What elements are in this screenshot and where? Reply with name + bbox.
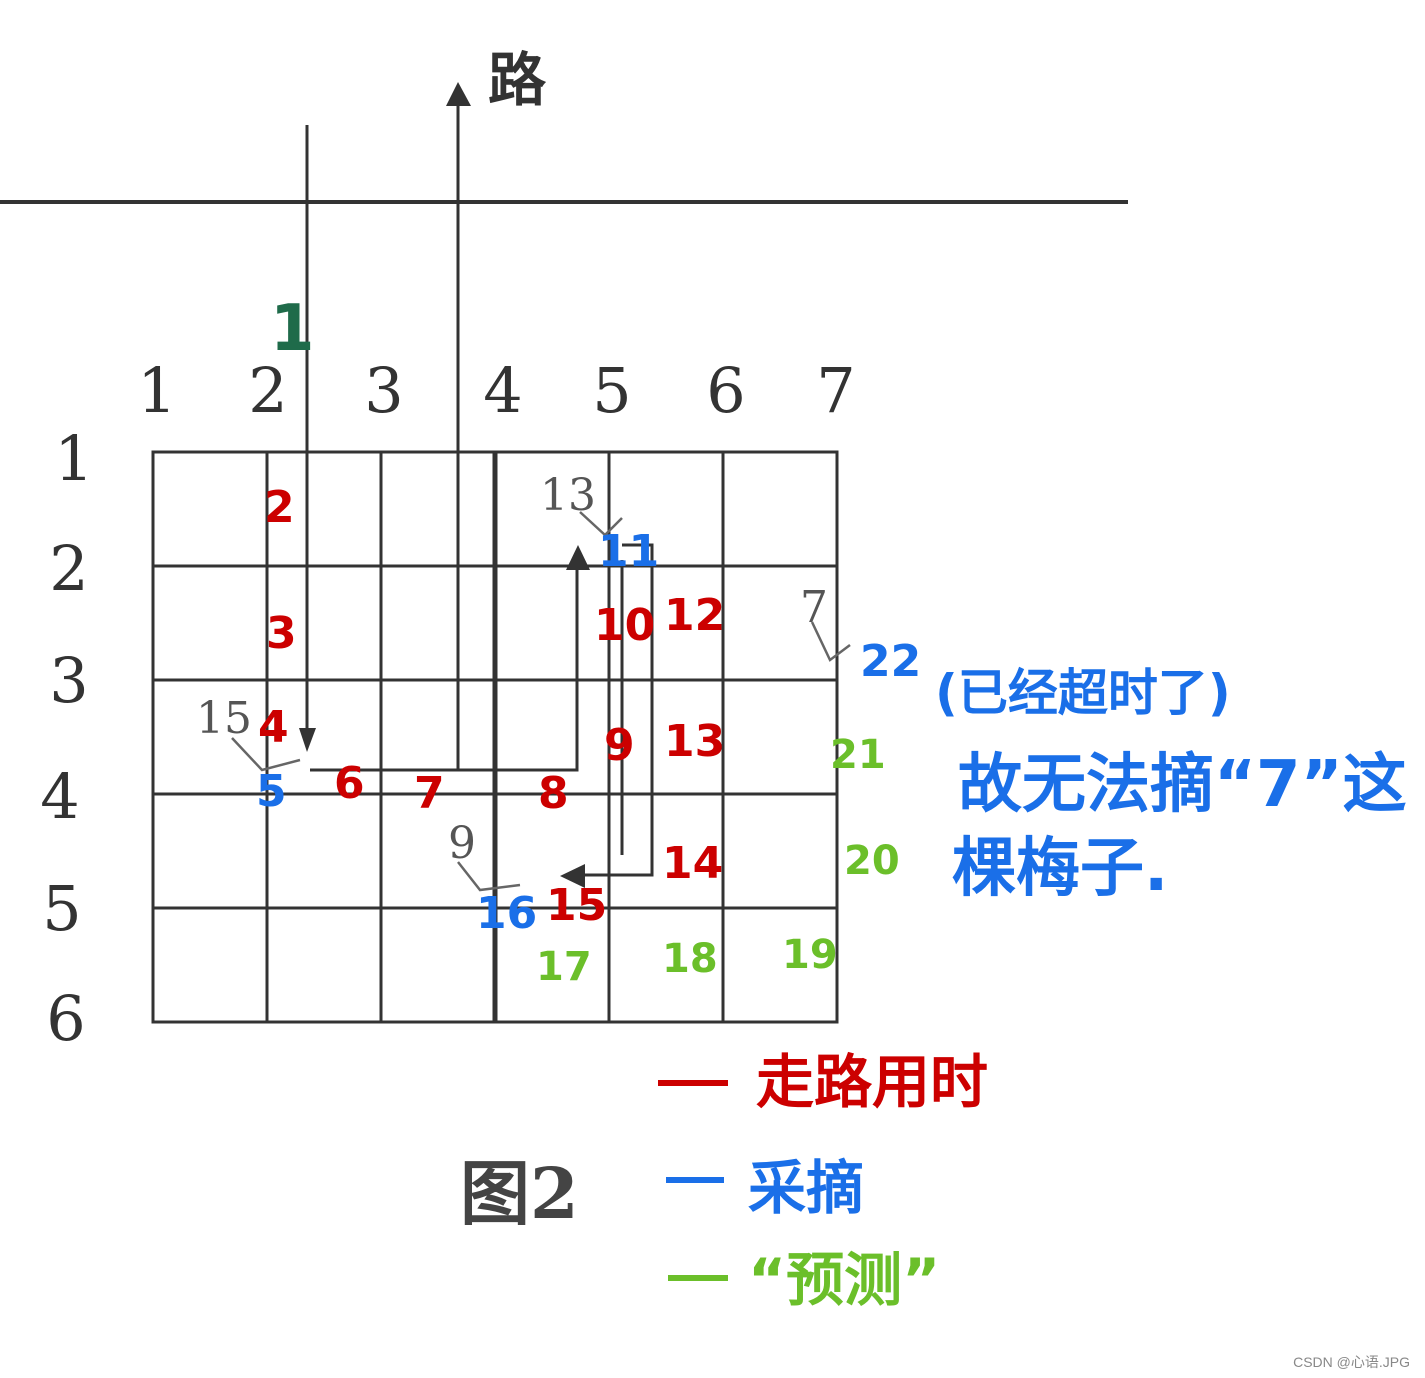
- legend-label-predict: “预测”: [748, 1246, 940, 1314]
- column-numbers: 1 2 3 4 5 6 7: [137, 354, 855, 427]
- column-number: 4: [483, 354, 522, 427]
- printed-time-labels: 13 7 15 9: [196, 470, 828, 869]
- entry-arrow-head: [299, 728, 316, 752]
- time-label: 9: [448, 818, 476, 869]
- time-label-pointers: [231, 511, 851, 892]
- route-arrow-up: [566, 545, 590, 570]
- row-number: 2: [49, 532, 88, 605]
- pick-time: 22: [860, 636, 921, 687]
- walk-time: 7: [414, 768, 445, 819]
- walk-time: 14: [662, 838, 723, 889]
- predict-time: 21: [830, 732, 886, 778]
- walking-times: 2 3 4 6 7 8 9 10 12 13 14 15: [258, 482, 725, 931]
- row-number: 4: [40, 760, 79, 833]
- walk-time: 6: [334, 758, 365, 809]
- column-number: 6: [706, 354, 745, 427]
- watermark: CSDN @心语.JPG: [1293, 1354, 1410, 1370]
- column-number: 5: [592, 354, 631, 427]
- column-number: 3: [364, 354, 403, 427]
- row-numbers: 1 2 3 4 5 6: [40, 422, 93, 1055]
- row-number: 3: [49, 644, 88, 717]
- handwritten-note: (已经超时了) 故无法摘“7”这 棵梅子.: [935, 664, 1407, 906]
- note-line: 棵梅子.: [952, 832, 1168, 906]
- legend-label-walk: 走路用时: [756, 1048, 988, 1116]
- picking-times: 5 11 16 22: [256, 526, 921, 939]
- walk-time: 9: [604, 720, 635, 771]
- predict-time: 19: [782, 932, 838, 978]
- walk-time: 4: [258, 702, 289, 753]
- predict-time: 18: [662, 936, 718, 982]
- route-path: [310, 543, 654, 877]
- walk-time: 3: [266, 608, 297, 659]
- note-line: (已经超时了): [935, 664, 1231, 722]
- start-time-mark: 1: [270, 292, 315, 366]
- walk-time: 2: [264, 482, 295, 533]
- exit-arrow-head: [446, 82, 471, 106]
- time-label: 13: [540, 470, 596, 521]
- road-label: 路: [488, 46, 547, 114]
- row-number: 5: [42, 872, 81, 945]
- walk-time: 12: [664, 590, 725, 641]
- column-number: 2: [248, 354, 287, 427]
- note-line: 故无法摘“7”这: [958, 748, 1407, 822]
- column-number: 1: [137, 354, 176, 427]
- row-number: 6: [46, 982, 85, 1055]
- walk-time: 13: [664, 716, 725, 767]
- legend: 走路用时 采摘 “预测”: [658, 1048, 988, 1314]
- route-arrow-left: [560, 864, 585, 888]
- row-number: 1: [54, 422, 93, 495]
- time-label: 15: [196, 693, 252, 744]
- walk-time: 10: [594, 600, 655, 651]
- pick-time: 5: [256, 766, 287, 817]
- predict-time: 20: [844, 838, 900, 884]
- legend-label-pick: 采摘: [748, 1154, 864, 1222]
- walk-time: 15: [546, 880, 607, 931]
- walk-time: 8: [538, 768, 569, 819]
- orchard-grid: [151, 450, 839, 1024]
- predict-time: 17: [536, 944, 592, 990]
- pick-time: 16: [476, 888, 537, 939]
- column-number: 7: [816, 354, 855, 427]
- pick-time: 11: [598, 526, 659, 577]
- predicted-times: 17 18 19 20 21: [536, 732, 900, 990]
- figure-caption: 图2: [460, 1152, 579, 1235]
